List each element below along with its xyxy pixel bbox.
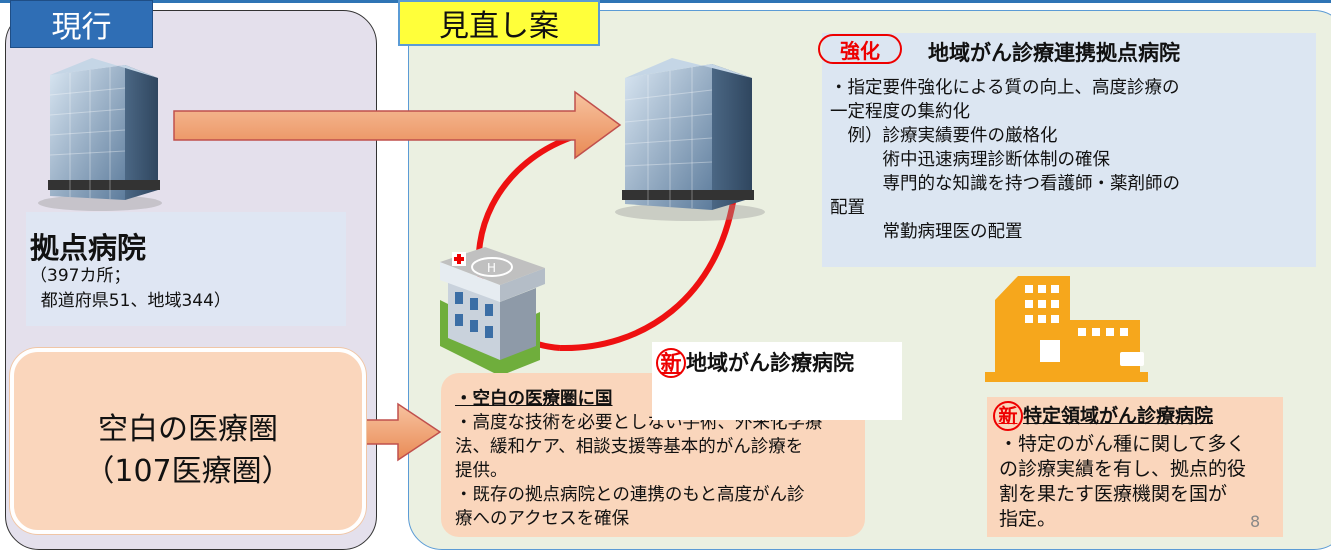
hospital-helipad-icon: H <box>440 247 545 376</box>
arrow-upgrade <box>173 90 622 160</box>
base-hospital-count: （397カ所； 都道府県51、地域344） <box>30 266 231 311</box>
strengthen-badge: 強化 <box>818 34 902 64</box>
specialized-hospital-icon <box>985 276 1148 382</box>
proposal-tag: 見直し案 <box>398 0 600 46</box>
strengthened-hospital-title: 地域がん診療連携拠点病院 <box>928 41 1180 65</box>
strengthened-hospital-box <box>822 33 1316 267</box>
base-hospital-box <box>26 212 346 326</box>
page-number: 8 <box>1250 512 1261 531</box>
current-tag: 現行 <box>10 0 153 48</box>
specific-hospital-details: ・特定のがん種に関して多く の診療実績を有し、拠点的役 割を果たす医療機関を国が… <box>999 433 1247 530</box>
blank-area-count: （107医療圏） <box>84 454 292 489</box>
new-badge: 新 <box>656 348 686 378</box>
new-badge: 新 <box>993 401 1023 431</box>
office-building-left <box>38 58 162 211</box>
regional-hospital-details: ・空白の医療圏に国 ・高度な技術を必要としない手術、外来化学療 法、緩和ケア、相… <box>455 389 823 529</box>
strengthened-hospital-details: ・指定要件強化による質の向上、高度診療の 一定程度の集約化 例）診療実績要件の厳… <box>830 78 1180 242</box>
office-building-right <box>615 58 765 221</box>
diagram-graphics: H <box>38 58 1148 462</box>
specific-hospital-box <box>987 397 1283 537</box>
regional-hospital-label <box>652 342 902 420</box>
regional-hospital-title: 新地域がん診療病院 <box>656 348 896 378</box>
base-hospital-title: 拠点病院 <box>30 231 147 265</box>
blank-area-title: 空白の医療圏 <box>98 412 278 447</box>
top-rule <box>0 0 1331 3</box>
linkage-arc-lower <box>559 189 738 352</box>
svg-text:H: H <box>487 261 496 275</box>
specific-hospital-title: 新特定領域がん診療病院 <box>993 401 1213 431</box>
blank-area-box <box>10 348 366 534</box>
